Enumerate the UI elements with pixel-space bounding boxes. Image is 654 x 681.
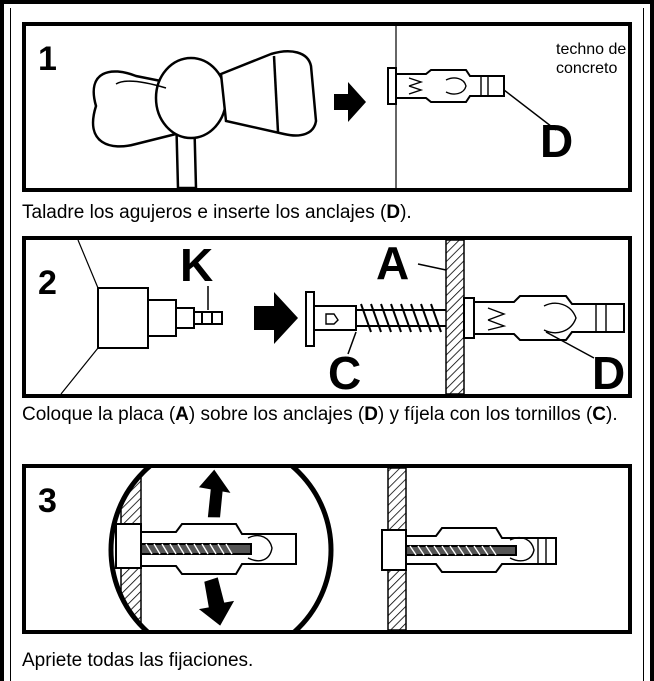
drill-bit-illustration — [60, 240, 223, 394]
step3-number: 3 — [38, 482, 57, 520]
step2-illustration — [60, 240, 625, 394]
step1-number: 1 — [38, 40, 57, 78]
step2-caption-bold2: D — [364, 404, 378, 425]
concrete-note-line2: concreto — [556, 60, 618, 77]
step2-caption: Coloque la placa (A) sobre los anclajes … — [22, 403, 622, 426]
step1-caption: Taladre los agujeros e inserte los ancla… — [22, 201, 622, 224]
anchor-d-illustration — [387, 67, 505, 105]
anchor-expanded-illustration — [381, 527, 557, 573]
leader-line-a — [417, 263, 447, 271]
step2-panel: 2 K A C D — [22, 236, 632, 398]
leader-line-d — [503, 89, 557, 131]
step2-caption-text1: Coloque la placa ( — [22, 404, 176, 425]
label-d-step2: D — [592, 347, 626, 398]
label-c: C — [328, 347, 362, 398]
expand-down-arrow-icon — [198, 577, 235, 626]
anchor-d-illustration — [463, 295, 625, 341]
step1-caption-bold: D — [386, 202, 401, 223]
step2-caption-text3: ) y fíjela con los tornillos ( — [377, 404, 593, 425]
hammer-illustration — [91, 50, 318, 188]
step2-caption-text4: ). — [606, 404, 618, 425]
step2-caption-bold3: C — [592, 404, 607, 425]
step1-caption-text: Taladre los agujeros e inserte los ancla… — [22, 202, 387, 223]
page-inner-frame — [10, 8, 644, 681]
push-arrow-icon — [334, 82, 366, 122]
magnifier-circle — [108, 468, 334, 630]
step3-illustration — [108, 468, 557, 630]
leader-line-c — [347, 331, 357, 355]
step1-caption-end: ). — [400, 202, 412, 223]
label-d-step1: D — [540, 115, 574, 167]
step2-caption-bold1: A — [175, 404, 189, 425]
screw-c-illustration — [305, 291, 471, 347]
step2-caption-text2: ) sobre los anclajes ( — [188, 404, 365, 425]
label-k: K — [180, 239, 214, 291]
concrete-note-line1: techno de — [556, 41, 627, 58]
leader-line-d2 — [545, 331, 595, 359]
plate-a-illustration — [445, 240, 465, 394]
step1-panel: 1 techno de concreto D — [22, 22, 632, 192]
push-arrow-icon — [254, 292, 298, 344]
step1-illustration — [91, 26, 557, 188]
step3-panel: 3 — [22, 464, 632, 634]
expand-up-arrow-icon — [198, 469, 231, 518]
label-a: A — [376, 237, 410, 289]
step2-number: 2 — [38, 264, 57, 302]
step3-caption: Apriete todas las fijaciones. — [22, 650, 254, 671]
